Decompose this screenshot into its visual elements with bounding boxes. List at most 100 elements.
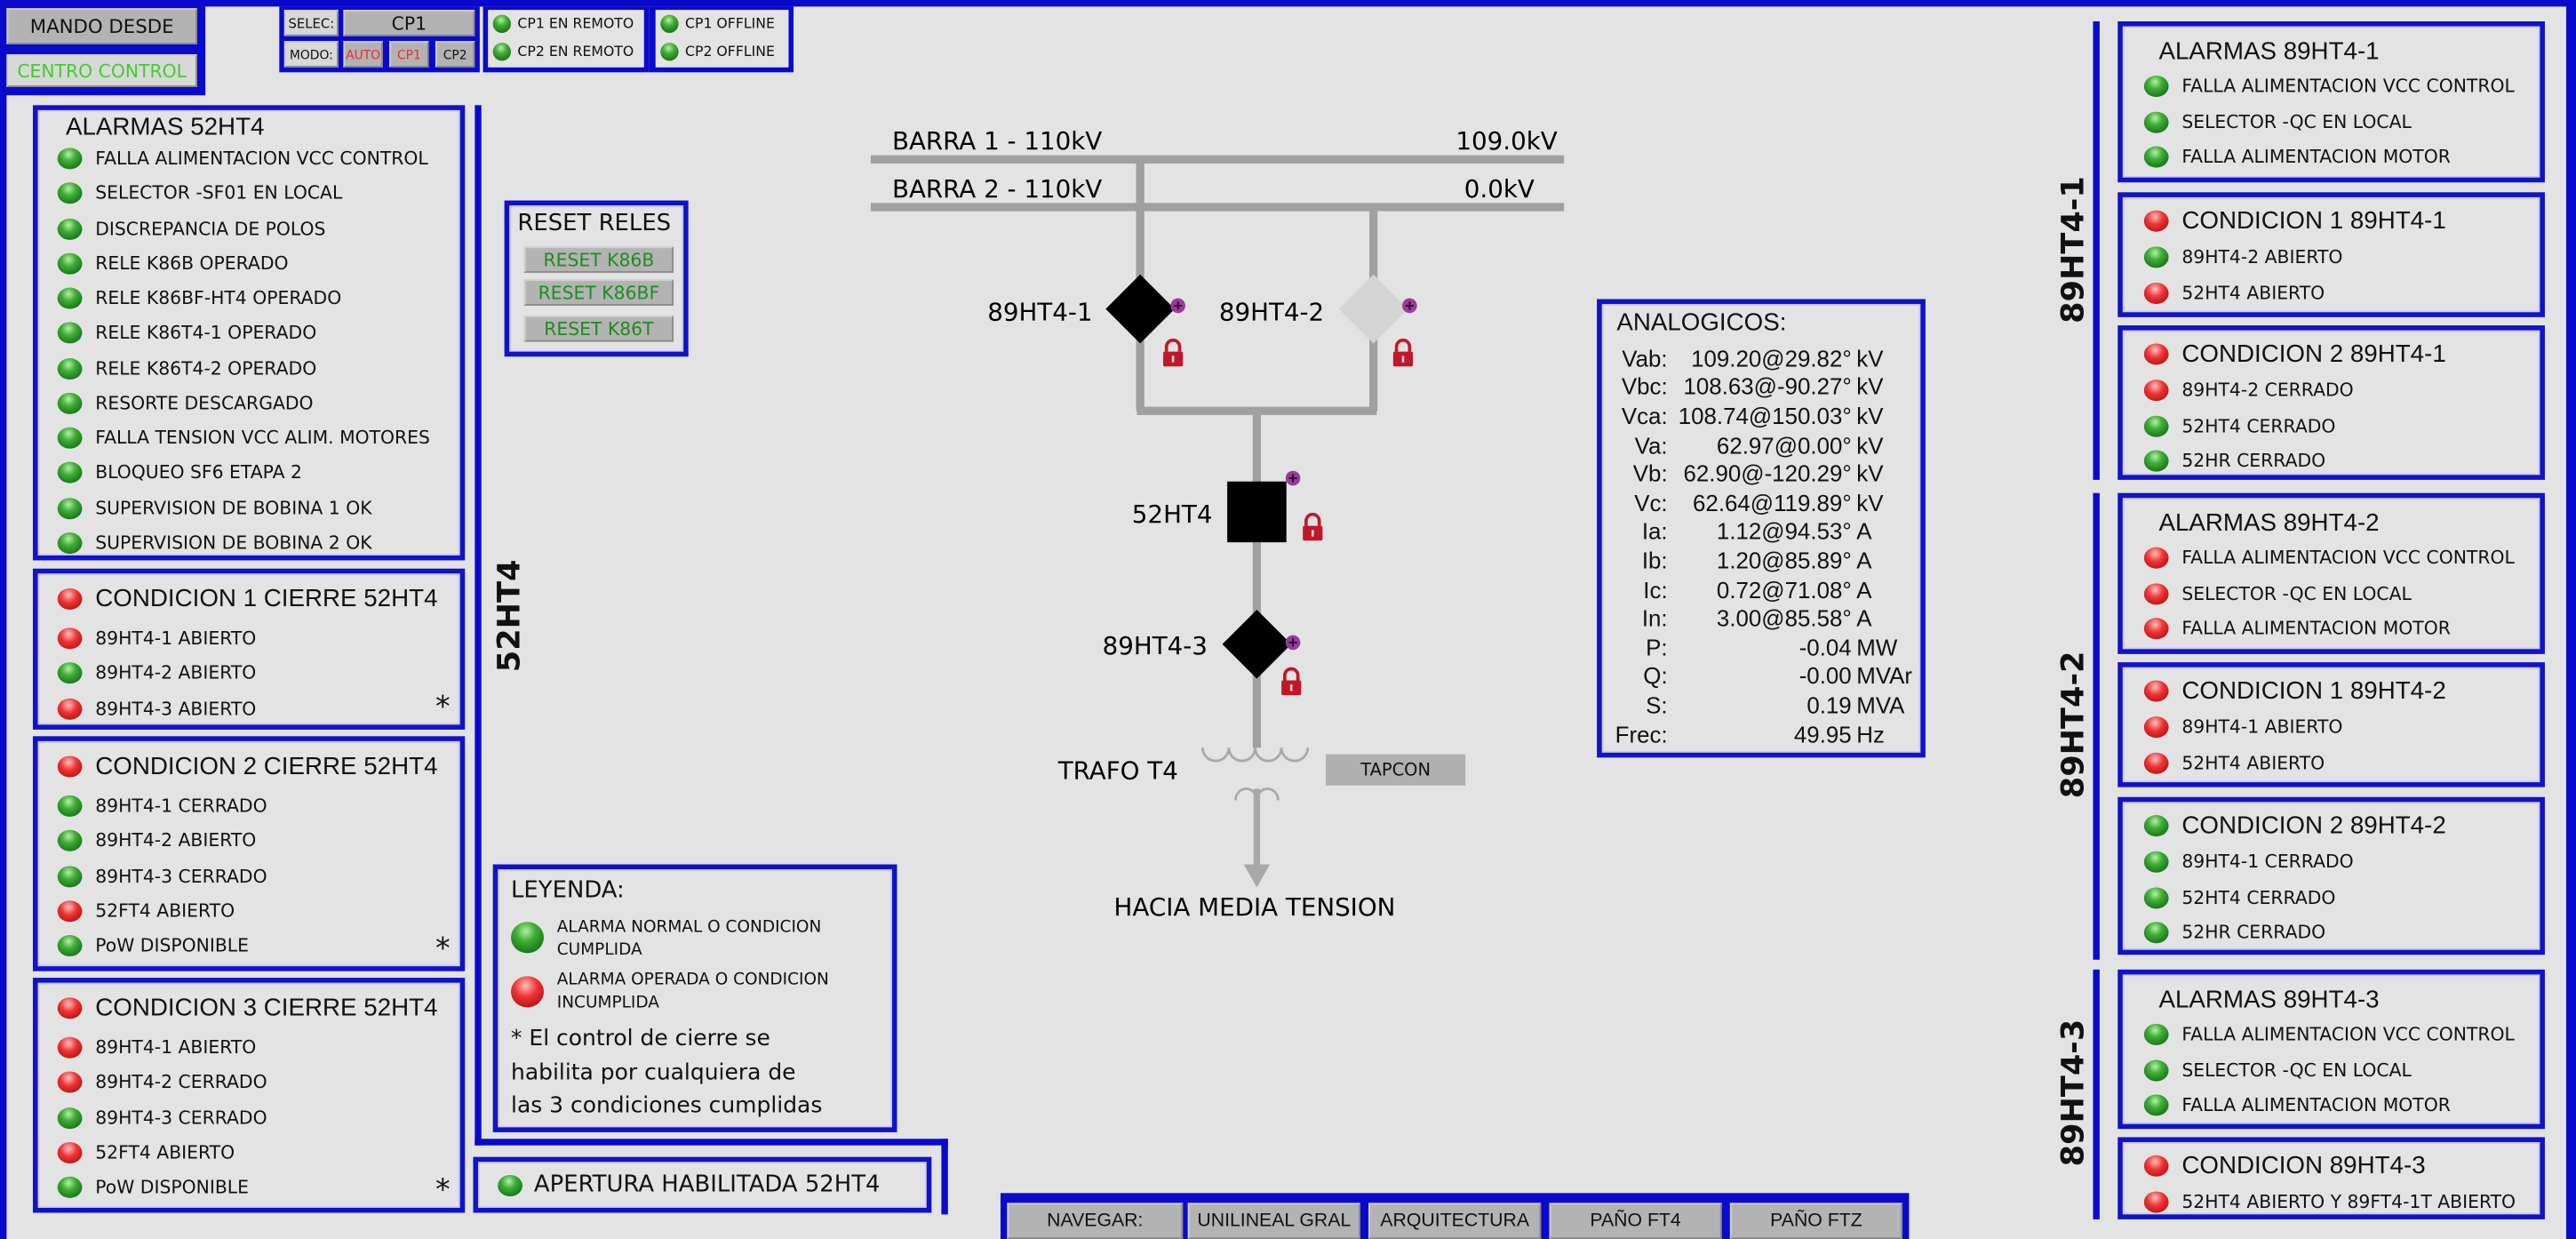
analog-label: Vc: <box>1634 489 1668 516</box>
panel-title: CONDICION 3 CIERRE 52HT4 <box>57 984 460 1030</box>
analog-unit: kV <box>1856 373 1884 401</box>
status-row-label: FALLA ALIMENTACION VCC CONTROL <box>2181 548 2515 570</box>
nav-button-paño-ftz[interactable]: PAÑO FTZ <box>1729 1203 1903 1239</box>
centro-control-button[interactable]: CENTRO CONTROL <box>6 54 197 87</box>
indicator-dots <box>1170 298 1417 651</box>
status-row-label: BLOQUEO SF6 ETAPA 2 <box>95 462 302 484</box>
status-row-label: DISCREPANCIA DE POLOS <box>95 218 326 240</box>
analog-row: In: 3.00@85.58°A <box>1608 604 1920 633</box>
bay-bracket-line <box>2093 492 2100 960</box>
status-led-icon <box>2143 548 2169 570</box>
legend-ok-line: ALARMA NORMAL O CONDICION <box>556 918 822 937</box>
analog-value: 0.19 <box>1806 691 1852 718</box>
selec-label: SELEC: <box>283 10 339 36</box>
switch-89ht4-2-open[interactable] <box>1338 274 1408 344</box>
status-row: SELECTOR -QC EN LOCAL <box>2143 1052 2540 1088</box>
status-row: 89HT4-1 ABIERTO <box>57 1030 460 1065</box>
analog-unit: A <box>1856 604 1872 632</box>
cp1-offline-label: CP1 OFFLINE <box>684 15 775 33</box>
status-row: SELECTOR -QC EN LOCAL <box>2143 576 2540 612</box>
modo-cp2-button[interactable]: CP2 <box>435 41 475 68</box>
status-led-icon <box>2143 282 2169 304</box>
status-row-label: 89HT4-2 CERRADO <box>95 1072 267 1094</box>
nav-button-paño-ft4[interactable]: PAÑO FT4 <box>1549 1203 1722 1239</box>
status-row: RELE K86T4-1 OPERADO <box>57 316 460 350</box>
analog-value: 62.90@-120.29° <box>1683 460 1852 487</box>
breaker-52ht4-closed[interactable] <box>1227 481 1287 543</box>
status-row: FALLA ALIMENTACION MOTOR <box>2143 140 2540 175</box>
status-row-label: FALLA ALIMENTACION VCC CONTROL <box>2181 76 2515 98</box>
condition-panel: CONDICION 3 CIERRE 52HT4 89HT4-1 ABIERTO 8… <box>32 978 466 1213</box>
status-led-icon <box>2143 76 2169 98</box>
panel-title-text: CONDICION 2 CIERRE 52HT4 <box>95 751 438 780</box>
status-led-icon <box>2143 1154 2169 1176</box>
switch-89ht4-1-closed[interactable] <box>1105 274 1175 344</box>
switch-89ht4-3-closed[interactable] <box>1222 609 1292 679</box>
reset-k86t-button[interactable]: RESET K86T <box>523 315 674 342</box>
status-led-icon <box>57 323 83 345</box>
analog-value: 3.00@85.58° <box>1716 604 1852 632</box>
status-row: FALLA ALIMENTACION VCC CONTROL <box>2143 1017 2540 1052</box>
status-row: 89HT4-2 ABIERTO <box>57 656 460 691</box>
apertura-habilitada-indicator: APERTURA HABILITADA 52HT4 <box>473 1156 932 1213</box>
nav-button-arquitectura[interactable]: ARQUITECTURA <box>1368 1203 1542 1239</box>
analog-value: 109.20@29.82° <box>1691 344 1852 372</box>
modo-cp1-button[interactable]: CP1 <box>389 41 429 68</box>
analog-unit: MVAr <box>1856 662 1913 690</box>
panel-title-text: CONDICION 3 CIERRE 52HT4 <box>95 993 438 1022</box>
lock-icon[interactable] <box>1281 667 1302 696</box>
tapcon-button[interactable]: TAPCON <box>1326 754 1466 786</box>
reset-k86bf-button[interactable]: RESET K86BF <box>523 279 674 306</box>
status-row-label: 52HT4 ABIERTO <box>2181 282 2325 304</box>
status-row-label: PoW DISPONIBLE <box>95 935 249 957</box>
arrow-down-icon <box>1243 864 1271 888</box>
analog-value: 108.74@150.03° <box>1678 402 1852 429</box>
apertura-label: APERTURA HABILITADA 52HT4 <box>533 1171 881 1198</box>
status-row-label: 52HT4 ABIERTO Y 89FT4-1T ABIERTO <box>2181 1191 2516 1213</box>
status-row: 89HT4-1 ABIERTO <box>2143 710 2540 746</box>
status-led-icon <box>57 935 83 957</box>
nav-button-unilineal-gral[interactable]: UNILINEAL GRAL <box>1187 1203 1360 1239</box>
status-row-label: 89HT4-3 CERRADO <box>95 1107 267 1129</box>
analog-label: Ia: <box>1641 518 1668 545</box>
lock-icon[interactable] <box>1163 338 1184 367</box>
analog-row: Ib:1.20@85.89°A <box>1608 546 1920 575</box>
destination-label: HACIA MEDIA TENSION <box>1114 892 1396 922</box>
status-row-label: 89HT4-2 ABIERTO <box>2181 246 2343 268</box>
star-marker: * <box>435 1173 451 1208</box>
status-row: RELE K86BF-HT4 OPERADO <box>57 281 460 316</box>
reset-k86b-button[interactable]: RESET K86B <box>523 246 674 273</box>
status-led-icon <box>660 43 679 61</box>
cp2-offline-label: CP2 OFFLINE <box>684 43 775 60</box>
status-led-icon <box>660 14 679 33</box>
analog-unit: kV <box>1856 489 1884 516</box>
analog-label: In: <box>1641 604 1668 632</box>
bay-label-89ht4-2: 89HT4-2 <box>2054 651 2092 799</box>
analog-value: 62.64@119.89° <box>1693 489 1852 516</box>
star-marker: * <box>435 690 451 725</box>
status-led-icon <box>2143 679 2169 701</box>
panel-title: ALARMAS 89HT4-1 <box>2144 33 2540 69</box>
lock-icon[interactable] <box>1392 338 1414 367</box>
selec-value[interactable]: CP1 <box>343 10 475 36</box>
modo-label: MODO: <box>283 41 339 68</box>
panel-title-text: ALARMAS 52HT4 <box>65 112 265 141</box>
analog-label: Ib: <box>1641 547 1668 574</box>
status-row: 89HT4-1 CERRADO <box>57 788 460 823</box>
status-led-icon <box>57 755 83 777</box>
reset-reles-panel: RESET RELES RESET K86B RESET K86BF RESET… <box>504 200 689 357</box>
analog-value: 108.63@-90.27° <box>1683 373 1852 401</box>
status-led-icon <box>57 427 83 449</box>
bay-label-89ht4-1: 89HT4-1 <box>2054 175 2092 323</box>
frame-top <box>0 0 2576 7</box>
status-led-icon <box>57 1141 83 1163</box>
lock-icon[interactable] <box>1303 512 1323 541</box>
status-row: 52HR CERRADO <box>2143 915 2540 950</box>
modo-auto-button[interactable]: AUTO <box>343 41 383 68</box>
barra-2-voltage: 0.0kV <box>1464 174 1535 204</box>
status-led-icon <box>2143 110 2169 132</box>
